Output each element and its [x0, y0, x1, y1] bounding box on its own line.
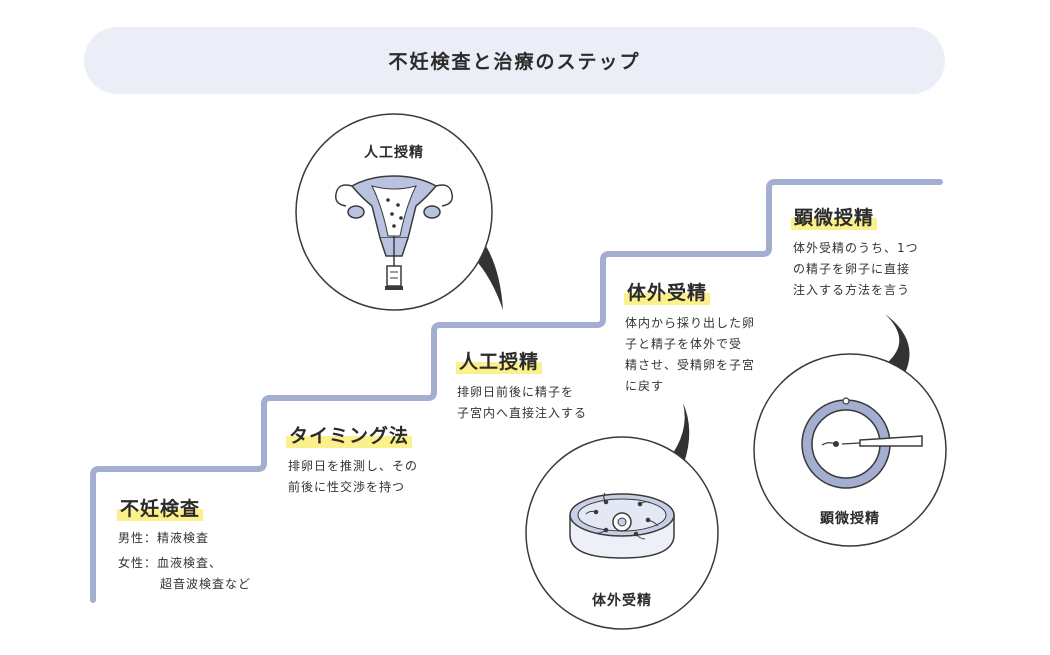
microinjection-icon [801, 397, 923, 489]
step-desc-ivf: 体内から採り出した卵 子と精子を体外で受 精させ、受精卵を子宮 に戻す [625, 313, 755, 397]
desc-line: 排卵日前後に精子を [457, 385, 575, 399]
step-desc-timing-method: 排卵日を推測し、その 前後に性交渉を持つ [288, 456, 418, 498]
circle-label-artificial-insemination: 人工授精 [364, 145, 424, 161]
uterus-syringe-icon [334, 175, 454, 290]
staircase-line [90, 179, 943, 603]
pointer-tail-ivf [668, 403, 690, 463]
step-desc-icsi: 体外受精のうち、1つ の精子を卵子に直接 注入する方法を言う [793, 238, 919, 301]
title-banner: 不妊検査と治療のステップ [84, 27, 945, 94]
desc-line: 注入する方法を言う [793, 283, 911, 297]
detail-key-female: 女性： [118, 556, 158, 570]
step-title-icsi: 顕微授精 [791, 206, 878, 230]
detail-row-female: 女性： 血液検査、 [118, 553, 251, 574]
step-title-infertility-test: 不妊検査 [117, 497, 204, 521]
desc-line: 前後に性交渉を持つ [288, 480, 406, 494]
desc-line: 体内から採り出した卵 [625, 316, 756, 330]
detail-value-male: 精液検査 [157, 531, 210, 545]
desc-line: に戻す [625, 379, 665, 393]
step-details-infertility-test: 男性： 精液検査 女性： 血液検査、 超音波検査など [118, 528, 251, 595]
step-desc-artificial-insemination: 排卵日前後に精子を 子宮内へ直接注入する [457, 382, 587, 424]
desc-line: 子と精子を体外で受 [625, 337, 743, 351]
step-title-timing-method: タイミング法 [286, 424, 413, 448]
step-title-ivf: 体外受精 [624, 281, 711, 305]
page-title: 不妊検査と治療のステップ [388, 51, 641, 73]
detail-key-empty [118, 574, 160, 595]
desc-line: 排卵日を推測し、その [288, 459, 419, 473]
detail-value-female: 血液検査、 [157, 556, 223, 570]
desc-line: 体外受精のうち、1つ [793, 241, 919, 255]
desc-line: 子宮内へ直接注入する [457, 406, 588, 420]
detail-row-female-cont: 超音波検査など [118, 574, 251, 595]
desc-line: 精させ、受精卵を子宮 [625, 358, 756, 372]
detail-row-male: 男性： 精液検査 [118, 528, 251, 549]
circle-label-ivf: 体外受精 [592, 593, 652, 609]
step-title-artificial-insemination: 人工授精 [456, 350, 543, 374]
detail-value-female-cont: 超音波検査など [160, 577, 252, 591]
petri-dish-icon [569, 492, 675, 559]
circle-label-icsi: 顕微授精 [820, 511, 880, 527]
desc-line: の精子を卵子に直接 [793, 262, 911, 276]
pointer-tail-icsi [885, 314, 910, 373]
detail-key-male: 男性： [118, 531, 158, 545]
